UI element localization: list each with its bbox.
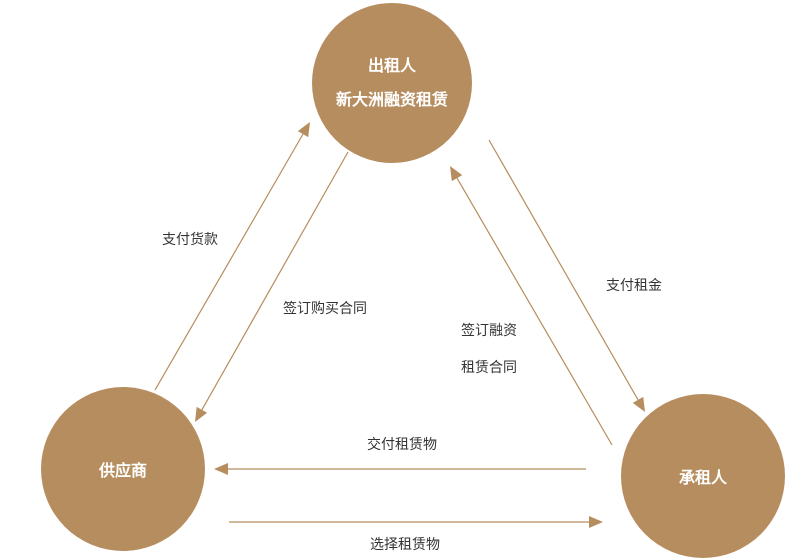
supplier-title: 供应商 [98, 461, 147, 480]
arrow-sign-purchase-line [201, 151, 349, 411]
arrow-sign-purchase-head [195, 406, 208, 422]
lessee-title: 承租人 [678, 468, 727, 487]
lessor-title: 出租人 [367, 56, 416, 75]
label-sign-lease-line2: 租赁合同 [461, 360, 517, 376]
supplier-node: 供应商 [41, 387, 205, 551]
label-sign-lease-line1: 签订融资 [461, 323, 517, 339]
arrow-sign-lease-head [450, 166, 463, 182]
lessee-node: 承租人 [621, 394, 785, 558]
arrow-deliver-head [214, 463, 228, 475]
label-pay-rent: 支付租金 [606, 278, 662, 294]
lessor-node: 出租人 新大洲融资租赁 [312, 3, 472, 163]
arrow-pay-goods-line [154, 133, 304, 391]
label-pay-goods: 支付货款 [162, 232, 218, 248]
arrow-pay-rent-line [488, 139, 639, 401]
arrow-sign-lease-line [456, 177, 613, 446]
arrow-pay-goods-head [297, 122, 310, 138]
lessor-subtitle: 新大洲融资租赁 [335, 90, 448, 109]
arrow-pay-rent-head [632, 396, 645, 412]
label-select: 选择租赁物 [370, 537, 440, 553]
arrow-select-head [589, 516, 603, 528]
label-sign-purchase: 签订购买合同 [283, 301, 367, 317]
label-deliver: 交付租赁物 [367, 437, 437, 453]
